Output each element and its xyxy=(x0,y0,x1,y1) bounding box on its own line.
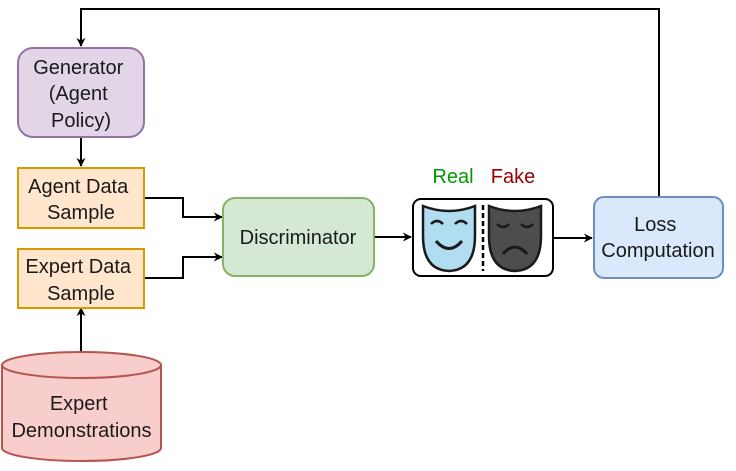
svg-text:Expert Data Sample: Expert Data Sample xyxy=(25,256,136,305)
comedy-tragedy-masks-icon xyxy=(421,204,543,273)
generator-label-line-3: Policy) xyxy=(51,110,111,132)
edges xyxy=(76,8,660,352)
loss-label-line-1: Loss xyxy=(634,214,676,236)
expert-data-sample-box xyxy=(17,248,145,309)
edge-agent-sample-to-discriminator xyxy=(145,197,223,222)
agent-sample-label-line-2: Sample xyxy=(47,202,115,224)
generator-box xyxy=(17,47,145,138)
loss-label-line-2: Computation xyxy=(601,240,714,262)
verdict-node[interactable] xyxy=(412,198,554,277)
loss-computation-box xyxy=(593,196,724,279)
loss-computation-node[interactable]: Loss Computation xyxy=(593,196,724,279)
demonstrations-label-line-2: Demonstrations xyxy=(11,420,151,442)
agent-data-sample-node[interactable]: Agent Data Sample xyxy=(17,167,145,229)
expert-data-sample-node[interactable]: Expert Data Sample xyxy=(17,248,145,309)
expert-demonstrations-node[interactable]: Expert Demonstrations xyxy=(0,351,162,462)
discriminator-node[interactable]: Discriminator xyxy=(222,197,375,277)
edge-loss-to-generator-feedback xyxy=(76,8,660,196)
generator-node[interactable]: Generator (Agent Policy) xyxy=(17,47,145,138)
expert-demonstrations-cylinder-top xyxy=(1,351,162,379)
demonstrations-label-line-1: Expert xyxy=(50,393,108,415)
discriminator-box xyxy=(222,197,375,277)
generator-label-line-2: (Agent xyxy=(49,83,108,105)
real-label: Real xyxy=(432,166,473,188)
agent-sample-label-line-1: Agent Data xyxy=(28,176,129,198)
expert-sample-label-line-2: Sample xyxy=(47,283,115,305)
svg-text:Expert Demonstrations: Expert Demonstrations xyxy=(11,393,151,442)
expert-demonstrations-cylinder-body xyxy=(0,365,162,462)
generator-label-line-1: Generator xyxy=(33,57,123,79)
fake-label: Fake xyxy=(491,166,535,188)
discriminator-label: Discriminator xyxy=(240,227,357,249)
fake-mask-icon xyxy=(487,204,543,273)
edge-expert-sample-to-discriminator xyxy=(145,252,223,279)
svg-text:Loss Computation: Loss Computation xyxy=(601,214,714,262)
expert-sample-label-line-1: Expert Data xyxy=(25,256,131,278)
agent-data-sample-box xyxy=(17,167,145,229)
svg-text:Agent Data Sample: Agent Data Sample xyxy=(28,176,134,224)
real-mask-icon xyxy=(421,204,477,273)
svg-text:Generator (Agent: Generator (Agent Policy) xyxy=(33,57,129,132)
